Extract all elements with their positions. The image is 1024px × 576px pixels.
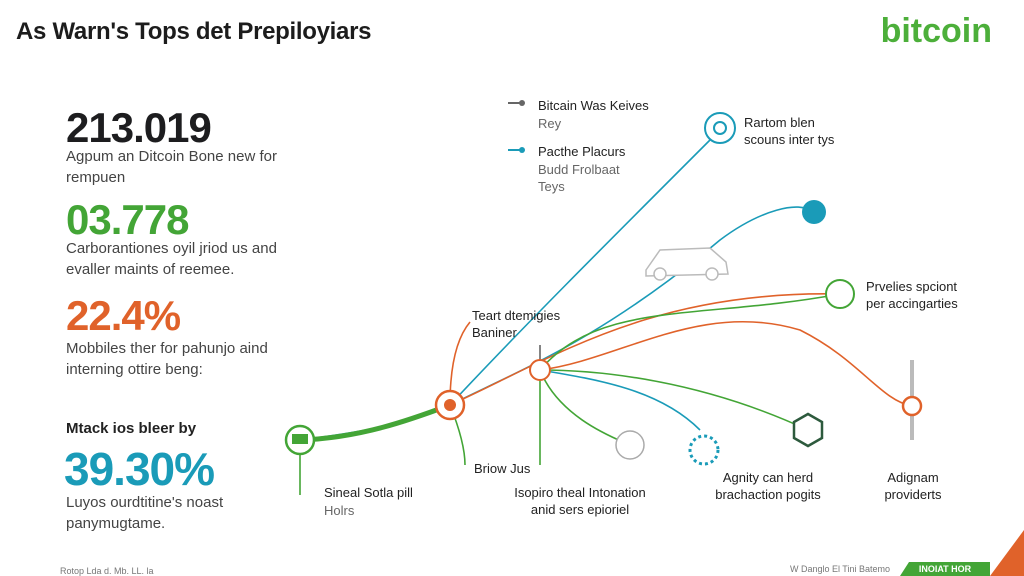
label-bottom-right-1: Agnity can herd brachaction pogits: [715, 470, 821, 502]
stat-desc-3: Mobbiles ther for pahunjo aind interning…: [66, 340, 268, 378]
legend-2-title: Pacthe Placurs: [538, 144, 626, 159]
label-right-mid: Prvelies spciont per accingarties: [866, 279, 958, 311]
stat-value-1: 213.019: [66, 104, 212, 151]
label-bottom-center: Isopiro theal Intonation anid sers epior…: [514, 485, 646, 517]
thick-connector: [299, 402, 451, 443]
legend-1-sub: Rey: [538, 116, 562, 131]
footer-badge-text: INOIAT HOR: [918, 564, 972, 574]
connector-line: [539, 369, 701, 431]
car-icon: [645, 247, 729, 281]
node-icon-center: [529, 359, 551, 381]
label-top-right: Rartom blen scouns inter tys: [744, 115, 835, 147]
legend-1-title: Bitcain Was Keives: [538, 98, 649, 113]
label-bottom-small: Briow Jus: [474, 461, 531, 476]
gear-icon: [688, 434, 720, 466]
connector-line: [539, 369, 631, 446]
node-icon-blue: [802, 200, 826, 224]
connector-line: [449, 129, 721, 406]
stat-value-4: 39.30%: [64, 443, 215, 495]
page-title: As Warn's Tops det Prepiloyiars: [16, 18, 372, 45]
footer-right: W Danglo El Tini Batemo: [789, 564, 890, 574]
label-left-sub: Holrs: [324, 503, 355, 518]
label-left-title: Sineal Sotla pill: [324, 485, 413, 500]
footer-left: Rotop Lda d. Mb. LL. la: [60, 566, 154, 576]
stat-desc-2: Carborantiones oyil jriod us and evaller…: [66, 240, 277, 278]
connector-line: [539, 320, 913, 407]
connector-line: [449, 293, 841, 406]
bitcoin-logo: bitcoin: [880, 12, 992, 50]
footer-badge: INOIAT HOR: [900, 562, 990, 576]
node-icon-hexagon: [792, 412, 824, 448]
stat-heading-4: Mtack ios bleer by: [66, 420, 197, 437]
label-center: Teart dtemigies Baniner: [472, 308, 561, 340]
label-bottom-right-2: Adignam providerts: [884, 470, 942, 502]
connector-line: [539, 293, 841, 371]
stat-value-3: 22.4%: [66, 292, 181, 339]
node-icon-right-mid: [825, 279, 855, 309]
node-icon-top-right: [704, 112, 736, 144]
stat-desc-1: Agpum an Ditcoin Bone new for rempuen: [66, 148, 277, 186]
stat-desc-4: Luyos ourdtitine's noast panymugtame.: [66, 494, 224, 532]
legend-2-sub: Budd Frolbaat Teys: [538, 162, 620, 194]
node-icon-gray: [615, 430, 645, 460]
stat-value-2: 03.778: [66, 196, 189, 243]
connector-line: [539, 369, 809, 431]
legend-markers: [508, 100, 525, 153]
